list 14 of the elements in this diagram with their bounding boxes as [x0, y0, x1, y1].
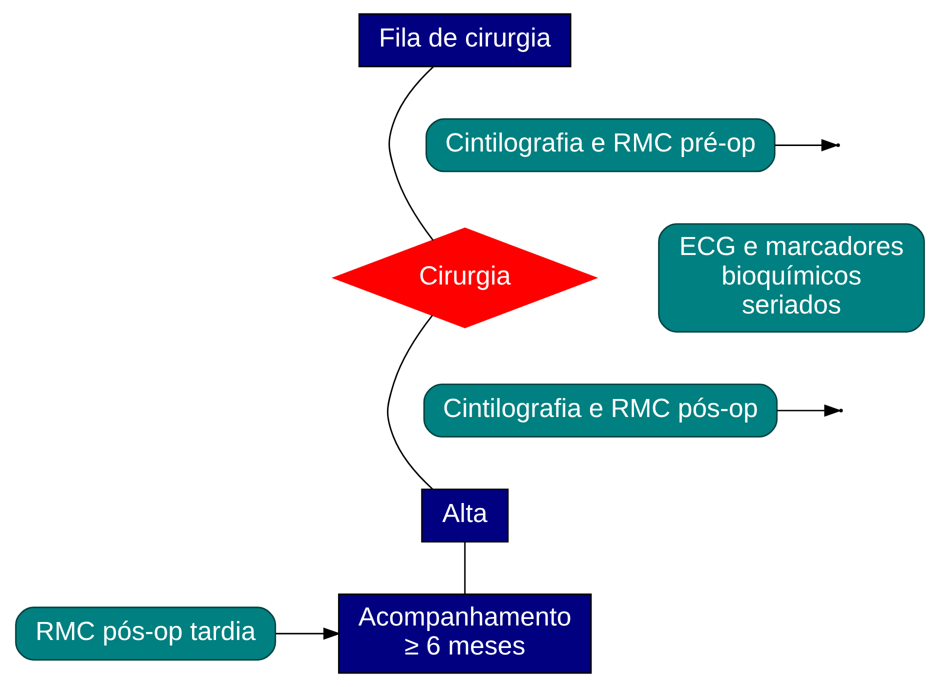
- node-box: Cintilografia e RMC pré-op: [425, 118, 775, 172]
- node-box: Acompanhamento ≥ 6 meses: [338, 594, 592, 674]
- connector: [388, 66, 434, 241]
- node-box: ECG e marcadores bioquímicos seriados: [658, 223, 924, 333]
- node-box: RMC pós-op tardia: [14, 606, 276, 661]
- node-diamond: Cirurgia: [331, 228, 598, 328]
- connector: [464, 542, 466, 594]
- node-box: Fila de cirurgia: [358, 13, 571, 68]
- arrow: [275, 628, 340, 640]
- node-box: Alta: [420, 488, 508, 543]
- connector: [386, 314, 433, 490]
- arrow: [774, 139, 838, 152]
- node-box: Cintilografia e RMC pós-op: [422, 384, 778, 438]
- arrow: [776, 404, 842, 417]
